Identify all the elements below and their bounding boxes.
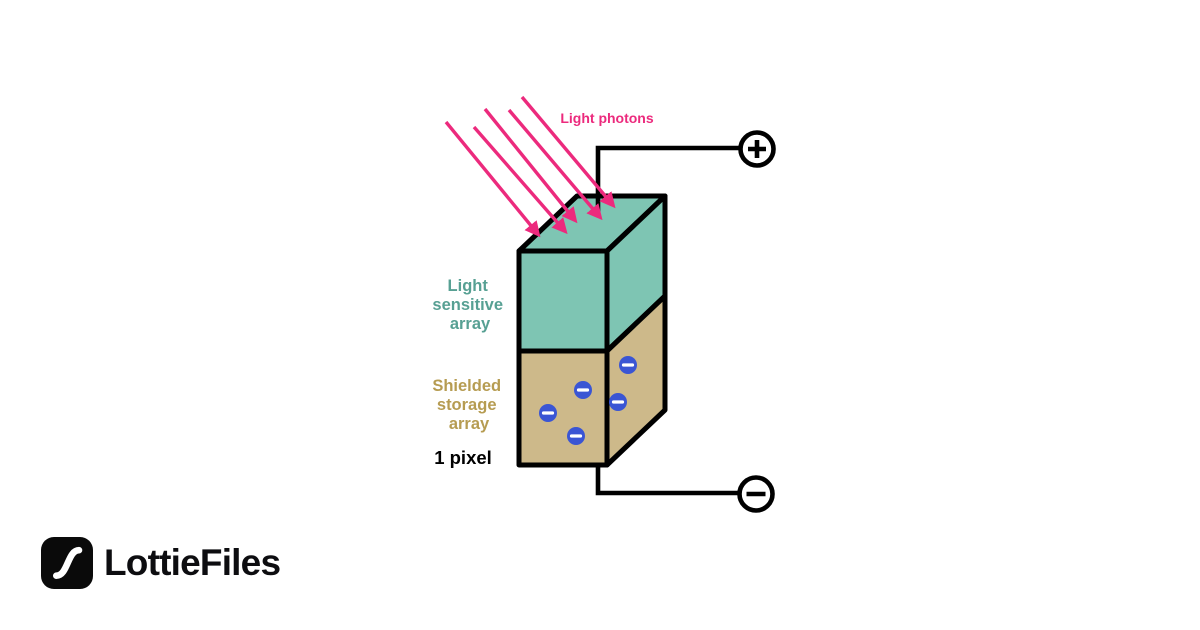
plus-icon	[748, 140, 766, 158]
light-sensitive-array-label: Light sensitive array	[432, 277, 507, 333]
pixel-box	[516, 193, 668, 468]
label-line: storage	[437, 396, 497, 414]
lottiefiles-logo: LottieFiles	[41, 537, 281, 589]
lottiefiles-icon	[41, 537, 93, 589]
shielded-storage-array-label: Shielded storage array	[432, 377, 505, 433]
electron	[619, 356, 637, 374]
negative-wire	[595, 465, 740, 496]
photon-arrow	[483, 107, 578, 224]
electron	[574, 381, 592, 399]
label-line: sensitive	[432, 296, 503, 314]
label-line: array	[449, 415, 490, 433]
positive-wire	[595, 145, 742, 215]
one-pixel-label: 1 pixel	[434, 447, 492, 468]
photon-arrow	[444, 120, 541, 238]
front-face-storage	[516, 348, 610, 468]
label-line: Light	[448, 277, 489, 295]
photon-arrow	[507, 108, 603, 221]
light-photons-label: Light photons	[560, 110, 654, 126]
electron	[539, 404, 557, 422]
label-line: Shielded	[432, 377, 501, 395]
photon-arrow	[520, 95, 616, 209]
brand-wordmark: LottieFiles	[104, 542, 281, 583]
positive-circuit	[595, 130, 776, 215]
electron	[567, 427, 585, 445]
lottie-curve-icon	[53, 546, 83, 579]
negative-circuit	[595, 465, 775, 513]
electrons	[539, 356, 637, 445]
light-photon-arrows	[444, 95, 616, 238]
label-line: array	[450, 315, 491, 333]
photon-arrow	[472, 125, 568, 235]
front-face-sensitive	[516, 248, 610, 354]
electron	[609, 393, 627, 411]
